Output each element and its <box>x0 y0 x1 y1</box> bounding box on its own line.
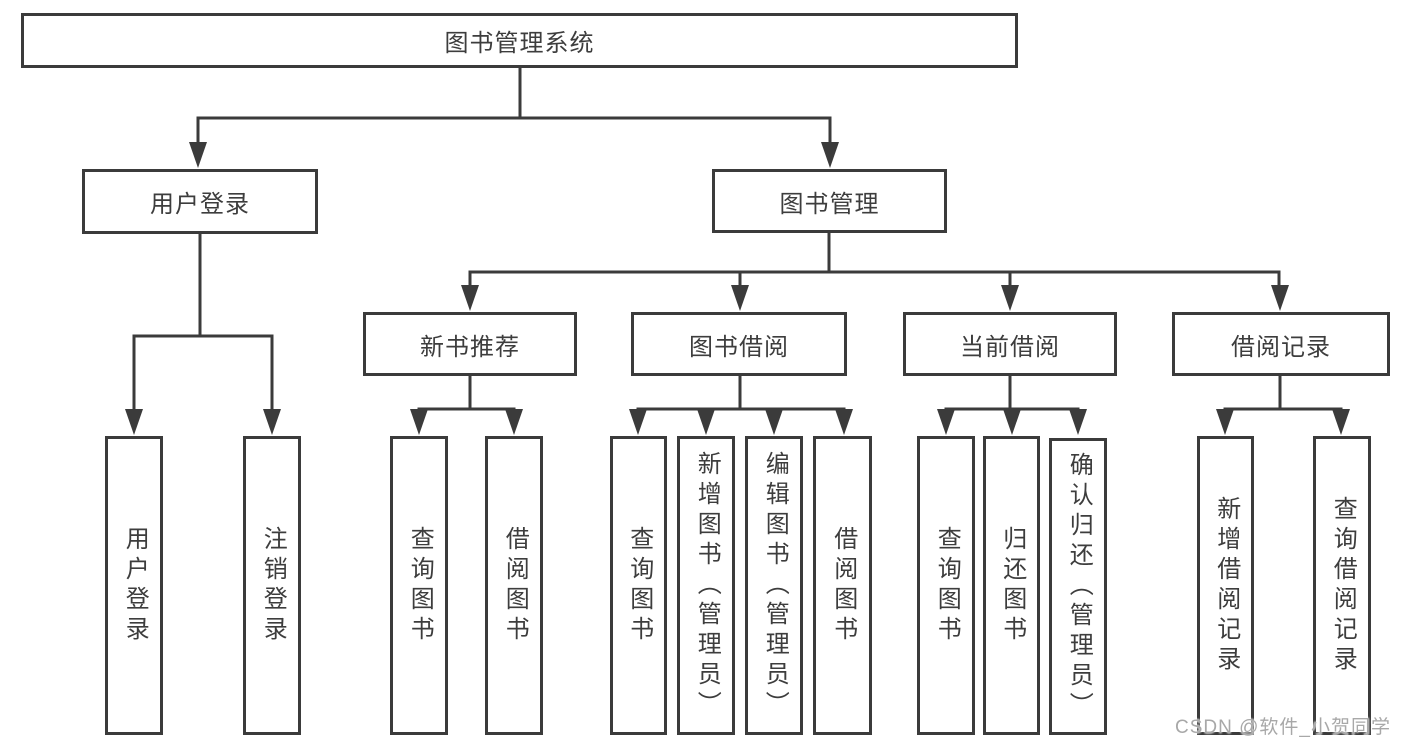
leaf-label: 确认归还（管理员） <box>1065 451 1093 722</box>
node-label: 图书借阅 <box>689 333 789 361</box>
node-new-book-recommend: 新书推荐 <box>363 312 577 376</box>
arrowhead <box>410 409 428 435</box>
leaf-label: 新增借阅记录 <box>1212 495 1240 676</box>
arrowhead <box>189 142 207 168</box>
arrowhead <box>835 409 853 435</box>
leaf-borrow-book-recommend: 借阅图书 <box>485 436 543 735</box>
arrowhead <box>263 409 281 435</box>
leaf-label: 查询借阅记录 <box>1329 495 1357 676</box>
arrowhead <box>697 409 715 435</box>
arrowhead <box>1003 409 1021 435</box>
node-label: 用户登录 <box>150 191 250 218</box>
leaf-borrow-book: 借阅图书 <box>813 436 872 735</box>
node-label: 新书推荐 <box>420 333 520 361</box>
node-root: 图书管理系统 <box>21 13 1018 68</box>
leaf-edit-book-admin: 编辑图书（管理员） <box>745 436 803 735</box>
leaf-label: 编辑图书（管理员） <box>761 450 789 721</box>
arrowhead <box>1332 409 1350 435</box>
leaf-label: 新增图书（管理员） <box>693 450 721 721</box>
leaf-label: 借阅图书 <box>829 525 857 646</box>
arrowhead <box>1001 285 1019 311</box>
node-book-management: 图书管理 <box>712 169 947 233</box>
arrowhead <box>821 142 839 168</box>
leaf-label: 归还图书 <box>998 525 1026 646</box>
leaf-query-book-recommend: 查询图书 <box>390 436 448 735</box>
leaf-query-book-borrow: 查询图书 <box>610 436 667 735</box>
leaf-query-book-current: 查询图书 <box>917 436 975 735</box>
watermark-text: CSDN @软件_小贺同学 <box>1175 717 1391 738</box>
leaf-logout: 注销登录 <box>243 436 301 735</box>
node-book-borrow: 图书借阅 <box>631 312 847 376</box>
arrowhead <box>505 409 523 435</box>
node-current-borrow: 当前借阅 <box>903 312 1117 376</box>
leaf-add-borrow-record: 新增借阅记录 <box>1197 436 1254 735</box>
arrowhead <box>1271 285 1289 311</box>
leaf-label: 查询图书 <box>933 525 961 646</box>
arrowhead <box>125 409 143 435</box>
leaf-label: 注销登录 <box>259 525 287 646</box>
leaf-label: 借阅图书 <box>501 525 529 646</box>
arrowhead <box>1069 409 1087 435</box>
node-borrow-records: 借阅记录 <box>1172 312 1390 376</box>
arrowhead <box>731 285 749 311</box>
leaf-query-borrow-record: 查询借阅记录 <box>1313 436 1371 735</box>
arrowhead <box>1216 409 1234 435</box>
node-label: 借阅记录 <box>1231 333 1331 361</box>
arrowhead <box>629 409 647 435</box>
leaf-user-login: 用户登录 <box>105 436 163 735</box>
leaf-return-book: 归还图书 <box>983 436 1040 735</box>
leaf-add-book-admin: 新增图书（管理员） <box>677 436 735 735</box>
node-user-login: 用户登录 <box>82 169 318 234</box>
node-label: 图书管理系统 <box>444 30 595 57</box>
node-label: 图书管理 <box>779 190 880 218</box>
arrowhead <box>461 285 479 311</box>
leaf-label: 用户登录 <box>121 525 149 646</box>
node-label: 当前借阅 <box>960 333 1060 361</box>
leaf-label: 查询图书 <box>406 525 434 646</box>
arrowhead <box>765 409 783 435</box>
leaf-confirm-return-admin: 确认归还（管理员） <box>1049 438 1107 735</box>
leaf-label: 查询图书 <box>625 525 653 646</box>
arrowhead <box>937 409 955 435</box>
